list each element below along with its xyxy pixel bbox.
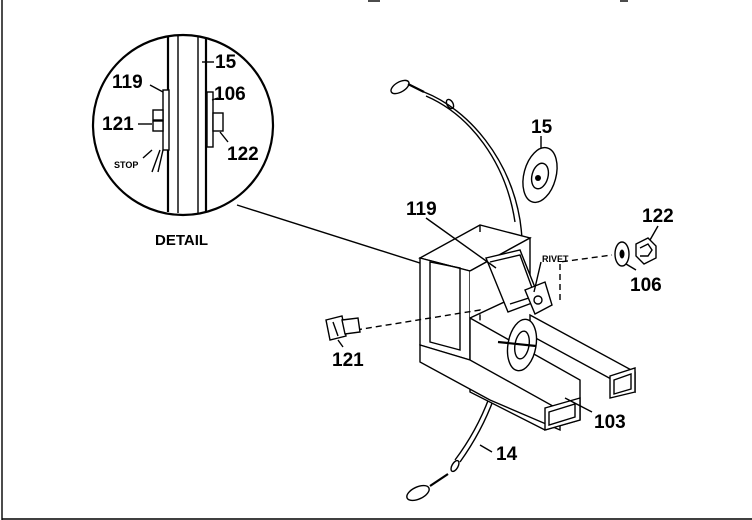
sheave-axle — [497, 340, 537, 348]
pulley-outer — [522, 146, 558, 204]
detail-label-121: 121 — [102, 114, 134, 135]
nut-face — [639, 243, 653, 257]
detail-plate-119 — [162, 89, 170, 151]
bolt-shank — [341, 317, 361, 335]
leader-main-rivet — [533, 261, 542, 293]
cable-line-upper-2 — [425, 95, 516, 223]
leader-main-122 — [649, 225, 659, 241]
label-103: 103 — [594, 412, 626, 433]
bolt-head — [325, 315, 347, 341]
bracket-front — [419, 257, 471, 361]
detail-nut-122 — [212, 112, 224, 132]
pulley-15 — [522, 146, 558, 204]
label-122: 122 — [642, 206, 674, 227]
detail-caption: DETAIL — [155, 232, 208, 249]
detail-view: 119 15 106 121 122 STOP — [91, 33, 275, 217]
detail-label-119: 119 — [112, 72, 143, 93]
label-106: 106 — [630, 275, 662, 296]
leader-stop — [142, 149, 153, 159]
label-rivet: RIVET — [542, 254, 569, 264]
dash-bolt-121 — [355, 309, 481, 331]
rail-end-lower — [544, 397, 581, 431]
leader-106 — [211, 97, 219, 101]
cable-sleeve-upper — [445, 98, 455, 110]
detail-bolt-121b — [152, 120, 164, 132]
nut-122 — [635, 237, 657, 265]
leader-main-106 — [625, 263, 637, 271]
leader-119 — [149, 84, 164, 93]
bolt-121 — [325, 315, 361, 341]
leader-122 — [219, 131, 229, 143]
nut-body — [635, 237, 657, 265]
pulley-hub — [535, 175, 541, 181]
rail-lower-long — [419, 344, 561, 432]
leader-main-119 — [425, 217, 497, 269]
leader-main-14 — [479, 444, 493, 453]
label-119: 119 — [406, 199, 437, 220]
bolt-facet — [332, 321, 339, 337]
detail-stop-line — [151, 149, 161, 173]
rail-end-upper-inner — [613, 373, 632, 395]
plate-inner — [489, 254, 536, 305]
washer-hole — [619, 249, 625, 259]
detail-label-stop: STOP — [114, 160, 138, 170]
dash-washer-nut — [559, 254, 613, 300]
pulley-inner — [530, 162, 550, 190]
cable-ferrule-lower — [429, 473, 449, 487]
detail-label-106: 106 — [214, 84, 246, 105]
detail-stop-line-2 — [157, 149, 164, 173]
cable-ferrule-upper — [407, 83, 425, 93]
detail-circle — [91, 33, 275, 217]
label-121: 121 — [332, 350, 364, 371]
cable-loop-lower — [406, 484, 430, 502]
rail-103 — [419, 313, 636, 432]
label-15: 15 — [531, 117, 553, 138]
label-14: 14 — [496, 444, 518, 465]
cable-sleeve-lower — [450, 459, 460, 473]
plate-119 — [485, 249, 553, 315]
leader-main-121 — [337, 339, 344, 348]
bracket-front-inner — [429, 261, 461, 351]
cable-loop-upper — [390, 79, 410, 95]
detail-bolt-121a — [152, 109, 164, 121]
detail-label-122: 122 — [227, 144, 259, 165]
rivet-head — [533, 295, 543, 305]
rail-end-lower-inner — [548, 403, 576, 426]
washer-106 — [614, 241, 630, 267]
leader-main-103 — [564, 397, 593, 413]
lower-sheave — [497, 318, 538, 372]
detail-label-15: 15 — [215, 52, 237, 73]
